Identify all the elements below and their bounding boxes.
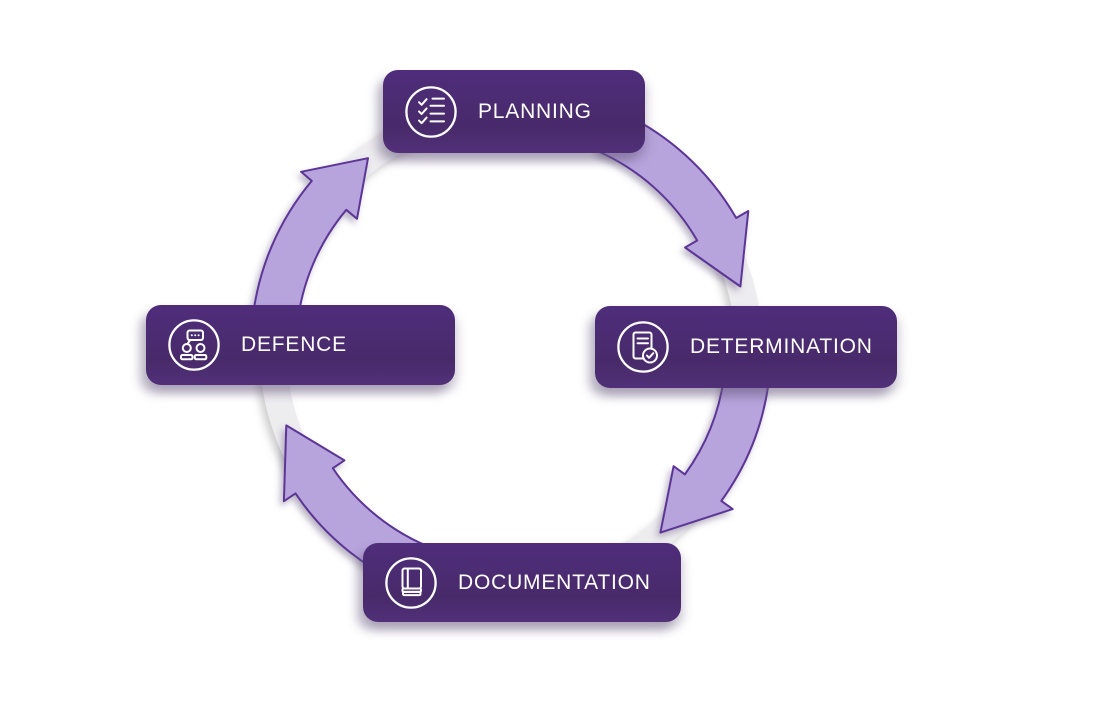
step-determination: DETERMINATION (595, 306, 897, 388)
step-label: PLANNING (478, 99, 592, 123)
step-label: DETERMINATION (690, 335, 873, 358)
discussion-icon (168, 319, 220, 371)
arrow-defence-to-planning (251, 157, 369, 327)
step-defence: DEFENCE (146, 305, 455, 385)
step-label: DOCUMENTATION (458, 570, 651, 594)
step-label: DEFENCE (241, 333, 347, 356)
arrow-planning-to-determination (597, 109, 750, 288)
arrow-determination-to-documentation (659, 376, 770, 534)
checklist-icon (405, 85, 457, 138)
book-icon (385, 556, 437, 609)
step-planning: PLANNING (383, 70, 645, 153)
step-documentation: DOCUMENTATION (363, 543, 681, 622)
document-check-icon (617, 321, 669, 373)
